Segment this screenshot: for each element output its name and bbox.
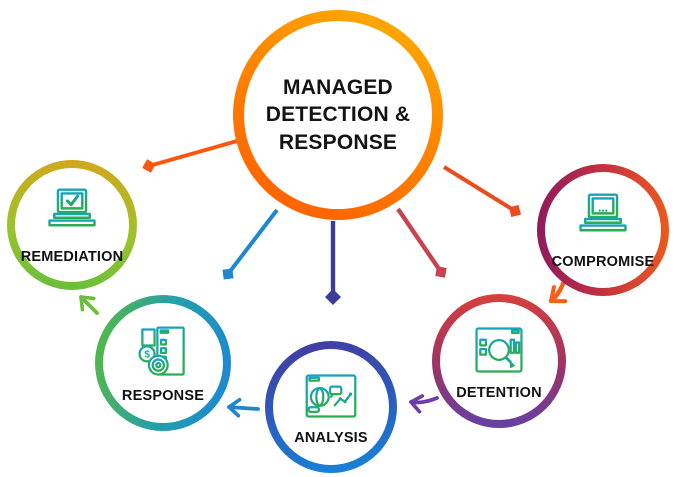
spoke-center-to-compromise — [442, 165, 521, 217]
node-detention: DETENTION — [432, 294, 566, 428]
node-label-remediation: REMEDIATION — [20, 249, 124, 265]
spoke-center-to-response — [222, 208, 279, 280]
node-label-detention: DETENTION — [456, 385, 542, 401]
analytics-window-icon — [301, 368, 361, 429]
spoke-center-to-detention — [396, 207, 447, 278]
central-node-mdr: MANAGED DETECTION & RESPONSE — [233, 10, 443, 220]
svg-text:$: $ — [144, 350, 150, 361]
search-dashboard-icon — [469, 321, 529, 384]
node-label-response: RESPONSE — [121, 388, 205, 404]
laptop-dots-desk-icon — [573, 190, 633, 253]
node-remediation: REMEDIATION — [7, 160, 137, 290]
flow-arrow-detention-to-analysis — [409, 394, 439, 414]
flow-arrow-response-to-remediation — [79, 295, 99, 315]
node-label-analysis: ANALYSIS — [294, 430, 368, 446]
node-response: $ RESPONSE — [95, 295, 231, 431]
flow-arrow-analysis-to-response — [227, 397, 260, 418]
billing-report-icon: $ — [133, 322, 193, 387]
laptop-check-desk-icon — [42, 185, 102, 248]
spoke-center-to-remediation — [142, 139, 238, 173]
diagram-title: MANAGED DETECTION & RESPONSE — [265, 76, 411, 154]
node-compromise: COMPROMISE — [537, 164, 669, 296]
node-label-compromise: COMPROMISE — [551, 254, 655, 270]
node-analysis: ANALYSIS — [265, 341, 397, 473]
